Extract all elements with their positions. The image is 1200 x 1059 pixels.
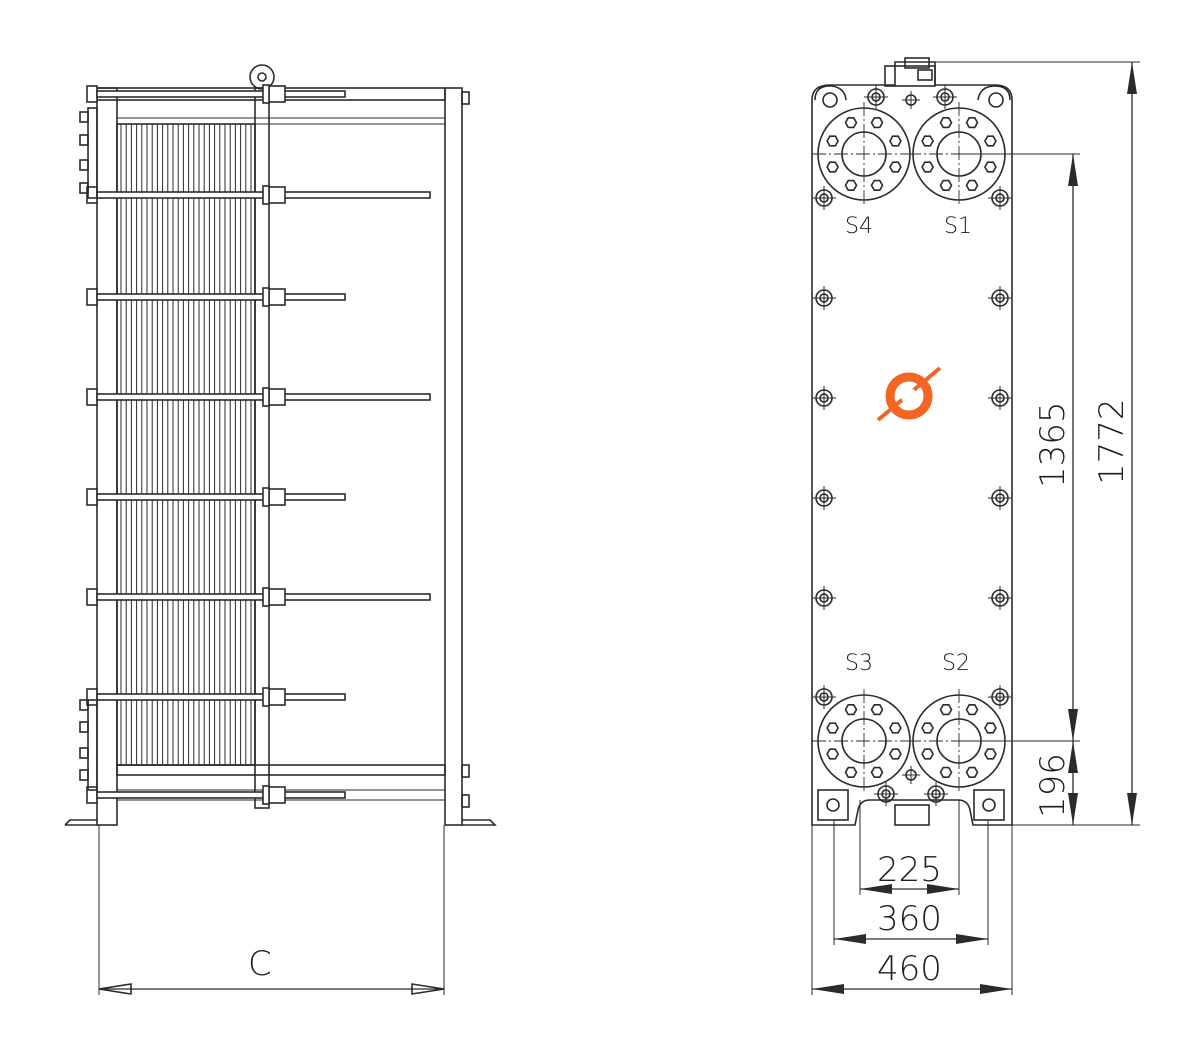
tie-bolt bbox=[86, 387, 431, 407]
flange-bolt bbox=[921, 161, 935, 173]
tightening-bolt-heads bbox=[812, 85, 1012, 806]
flange-bolt bbox=[965, 117, 979, 129]
flange-bolt bbox=[888, 135, 902, 147]
flange-bolt bbox=[870, 703, 884, 716]
tie-bolt bbox=[86, 687, 346, 707]
flange-bolt bbox=[983, 161, 997, 173]
flange-bolt bbox=[870, 179, 884, 191]
bolt-head bbox=[924, 782, 948, 806]
tie-bolt bbox=[86, 487, 346, 507]
flange-bolt bbox=[826, 748, 840, 760]
flange-bolt bbox=[844, 766, 858, 779]
frame-nozzle-studs bbox=[79, 107, 98, 791]
dim-bottom-port: 196 bbox=[1033, 753, 1073, 818]
roller-wheel bbox=[249, 64, 275, 90]
flange-bolt bbox=[921, 748, 935, 760]
front-view: S4 S1 S3 S2 1772 1365 196 225 bbox=[811, 57, 1140, 995]
flange-bolt bbox=[888, 161, 902, 173]
flange-bolt bbox=[870, 766, 884, 779]
tie-bolt bbox=[86, 287, 346, 307]
bolt-head bbox=[988, 685, 1012, 709]
flange-bolt bbox=[888, 748, 902, 760]
flange-bolt bbox=[888, 722, 902, 734]
port-label-s4: S4 bbox=[845, 214, 873, 239]
bolt-head bbox=[812, 186, 836, 210]
side-view: C bbox=[64, 64, 497, 995]
tie-bolts bbox=[86, 84, 431, 805]
flange-bolt bbox=[870, 117, 884, 129]
right-foot bbox=[462, 819, 497, 826]
flange-bolt bbox=[939, 117, 953, 129]
dim-foot-inner: 225 bbox=[877, 850, 942, 890]
dim-total-height: 1772 bbox=[1092, 398, 1132, 485]
dim-length: C bbox=[248, 944, 272, 984]
flange-bolt bbox=[844, 703, 858, 716]
bolt-head bbox=[812, 386, 836, 410]
flange-bolt bbox=[826, 161, 840, 173]
tie-bolt bbox=[86, 185, 431, 205]
bolt-head bbox=[988, 386, 1012, 410]
flange-bolt bbox=[983, 748, 997, 760]
flange-bolt bbox=[826, 135, 840, 147]
flange-bolt bbox=[939, 703, 953, 716]
left-foot bbox=[64, 819, 97, 826]
dim-port-horizontal: 360 bbox=[877, 899, 942, 939]
flange-bolt bbox=[939, 766, 953, 779]
right-foot-bolt-block bbox=[973, 789, 1005, 821]
tie-bolt bbox=[86, 587, 431, 607]
tie-bolt bbox=[86, 84, 346, 104]
bolt-head bbox=[988, 186, 1012, 210]
bolt-head bbox=[988, 286, 1012, 310]
small-bolt bbox=[902, 766, 920, 784]
plate-pack-outline bbox=[116, 123, 256, 766]
flange-bolt bbox=[965, 766, 979, 779]
port-label-s2: S2 bbox=[942, 651, 970, 676]
port-label-s3: S3 bbox=[845, 651, 873, 676]
bottom-guide-bar bbox=[116, 764, 446, 776]
bolt-head bbox=[864, 85, 888, 109]
flange-bolt bbox=[939, 179, 953, 191]
bolt-head bbox=[812, 685, 836, 709]
flange-bolt bbox=[983, 722, 997, 734]
bolt-head bbox=[988, 486, 1012, 510]
logo-icon bbox=[876, 366, 942, 422]
frame-plate-outline bbox=[811, 61, 1013, 826]
bolt-head bbox=[812, 586, 836, 610]
port-flanges bbox=[812, 102, 1011, 793]
plate-pack bbox=[116, 123, 256, 766]
flange-bolt bbox=[826, 722, 840, 734]
bolt-head bbox=[874, 782, 898, 806]
bolt-head bbox=[988, 586, 1012, 610]
flange-bolt bbox=[921, 135, 935, 147]
flange-bolt bbox=[983, 135, 997, 147]
flange-bolt bbox=[844, 179, 858, 191]
dim-port-vertical: 1365 bbox=[1033, 401, 1073, 488]
flange-bolt bbox=[921, 722, 935, 734]
tie-bolt bbox=[86, 785, 346, 805]
support-column bbox=[444, 87, 463, 826]
small-bolt bbox=[902, 91, 920, 109]
flange-bolt bbox=[965, 703, 979, 716]
bolt-head bbox=[812, 486, 836, 510]
flange-bolt bbox=[965, 179, 979, 191]
port-label-s1: S1 bbox=[944, 214, 972, 239]
flange-bolt bbox=[844, 117, 858, 129]
bolt-head bbox=[933, 85, 957, 109]
dim-frame-width: 460 bbox=[877, 949, 942, 989]
left-foot-bolt-block bbox=[817, 789, 849, 821]
bolt-head bbox=[812, 286, 836, 310]
